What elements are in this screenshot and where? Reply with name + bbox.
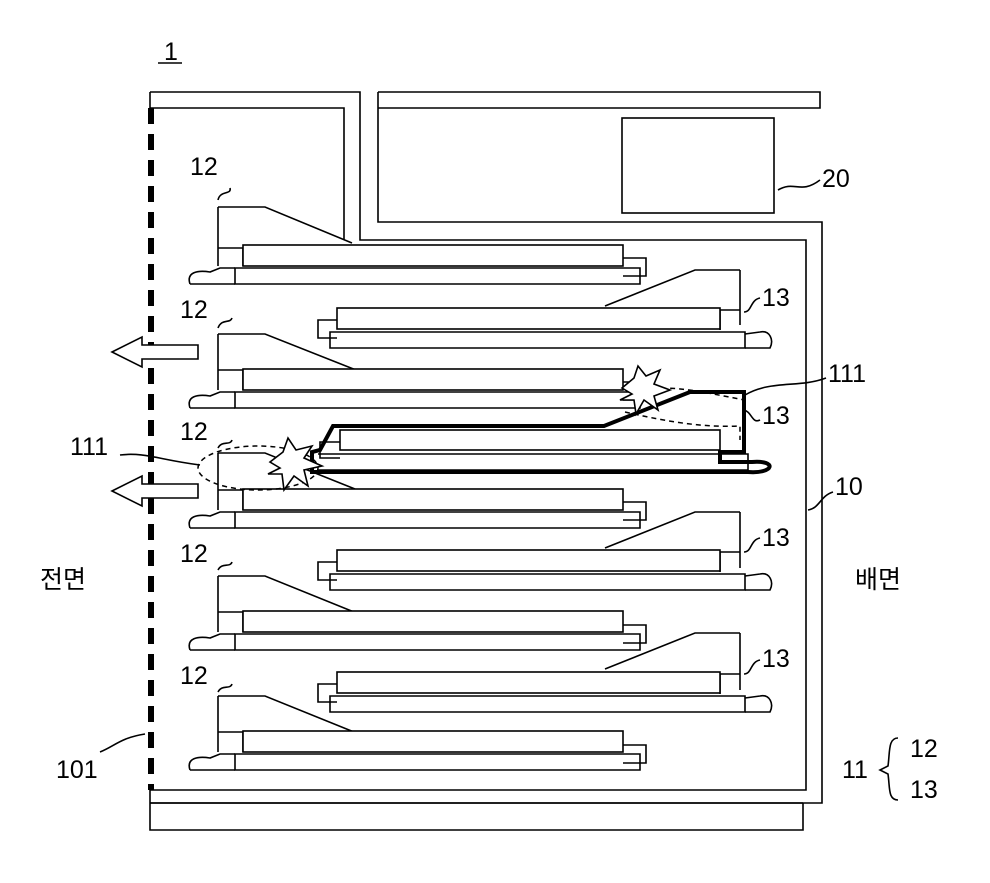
legend-group: 11 12 13 <box>842 735 938 804</box>
tray-back-leader-4 <box>744 660 760 674</box>
tray-front-leader-3 <box>218 440 232 448</box>
tray-back-label-1: 13 <box>762 284 790 312</box>
displaced-label-back: 111 <box>828 360 866 388</box>
tray-front-leader-1 <box>218 188 230 200</box>
tray-front-label-4: 12 <box>180 540 208 568</box>
tray-front-3 <box>189 453 646 528</box>
legend-group-label: 11 <box>842 756 868 784</box>
tray-front-1 <box>189 207 646 284</box>
controller-label: 20 <box>822 165 850 193</box>
airflow-arrow-lower <box>112 476 198 506</box>
tray-front-label-3: 12 <box>180 418 208 446</box>
front-door-label: 101 <box>56 756 98 784</box>
tray-back-leader-1 <box>744 298 760 312</box>
tray-front-4 <box>189 576 646 650</box>
tray-front-5 <box>189 696 646 770</box>
tray-back-label-4: 13 <box>762 645 790 673</box>
tray-front-leader-2 <box>218 318 232 328</box>
legend-member-1: 12 <box>910 735 938 763</box>
controller-leader <box>778 180 820 190</box>
tray-back-label-2: 13 <box>762 402 790 430</box>
tray-back-leader-3 <box>744 538 760 552</box>
tray-front-leader-5 <box>218 684 232 692</box>
tray-back-leader-2 <box>744 410 760 421</box>
front-side-text: 전면 <box>40 565 86 594</box>
back-side-text: 배면 <box>855 565 901 594</box>
tray-front-label-1: 12 <box>190 153 218 181</box>
tray-back-3 <box>318 512 772 590</box>
tray-back-pulled <box>312 392 770 472</box>
controller-box <box>622 118 774 213</box>
displaced-leader-front <box>120 454 200 465</box>
tray-front-label-2: 12 <box>180 296 208 324</box>
displaced-leader-back <box>745 378 826 395</box>
frame-leader <box>808 492 833 510</box>
tray-front-2 <box>189 334 646 408</box>
tray-back-label-3: 13 <box>762 524 790 552</box>
collision-burst-back <box>620 366 670 414</box>
front-door-leader <box>100 734 145 752</box>
displaced-label-front: 111 <box>70 433 108 461</box>
frame-label: 10 <box>835 473 863 501</box>
legend-brace <box>880 738 898 800</box>
legend-member-2: 13 <box>910 776 938 804</box>
tray-back-4 <box>318 633 772 712</box>
tray-front-label-5: 12 <box>180 662 208 690</box>
collision-burst-front <box>268 438 322 490</box>
tray-back-1 <box>318 270 772 348</box>
airflow-arrow-upper <box>112 337 198 367</box>
tray-front-leader-4 <box>218 562 232 570</box>
figure-ref-number: 1 <box>164 38 178 66</box>
